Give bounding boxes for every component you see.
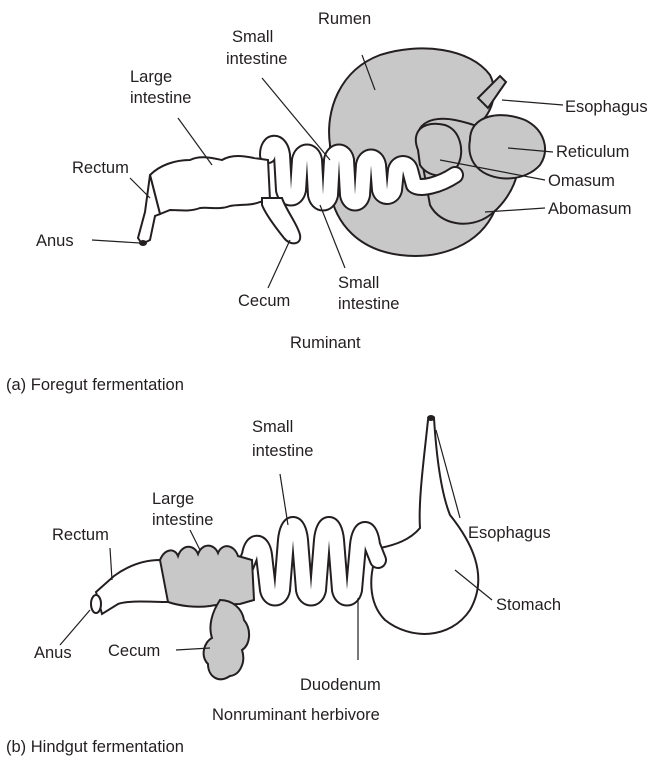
- caption-panel-a: (a) Foregut fermentation: [6, 376, 184, 394]
- label-small-intestine-b: intestine: [252, 442, 313, 460]
- label-rectum-b: Rectum: [52, 526, 109, 544]
- reticulum-organ: [469, 115, 545, 178]
- label-rectum: Rectum: [72, 159, 129, 177]
- label-rumen: Rumen: [318, 10, 371, 28]
- leader-small-intestine-b: [280, 474, 288, 525]
- label-omasum: Omasum: [548, 172, 615, 190]
- caption-panel-b: (b) Hindgut fermentation: [6, 738, 184, 756]
- leader-anus: [92, 240, 140, 243]
- label-esophagus: Esophagus: [565, 98, 648, 116]
- label-duodenum: Duodenum: [300, 676, 381, 694]
- large-intestine-a: [150, 156, 270, 214]
- label-cecum-b: Cecum: [108, 642, 160, 660]
- label-anus: Anus: [36, 232, 74, 250]
- leader-anus-b: [60, 610, 90, 645]
- label-reticulum: Reticulum: [556, 143, 629, 161]
- label-nonruminant: Nonruminant herbivore: [212, 706, 380, 724]
- anus-opening-a: [139, 240, 147, 246]
- label-small-intestine-top-text: Small: [232, 28, 273, 46]
- leader-esophagus: [502, 100, 563, 105]
- label-ruminant: Ruminant: [290, 334, 361, 352]
- label-abomasum: Abomasum: [548, 200, 631, 218]
- leader-rectum: [130, 178, 150, 198]
- cecum-organ-b: [204, 600, 249, 679]
- esophagus-opening-b: [427, 415, 435, 421]
- label-stomach: Stomach: [496, 596, 561, 614]
- large-intestine-b: [159, 546, 254, 607]
- leader-rectum-b: [110, 548, 112, 580]
- stomach-organ: [371, 418, 478, 634]
- label-anus-b: Anus: [34, 644, 72, 662]
- anus-opening-b: [91, 595, 101, 613]
- label-small-intestine-top: Small intestine: [226, 28, 287, 68]
- leader-cecum: [268, 240, 290, 288]
- rectum-organ-b: [96, 560, 168, 614]
- label-small-intestine-b-1: Small: [252, 418, 293, 436]
- label-cecum: Cecum: [238, 292, 290, 310]
- label-esophagus-b: Esophagus: [468, 524, 551, 542]
